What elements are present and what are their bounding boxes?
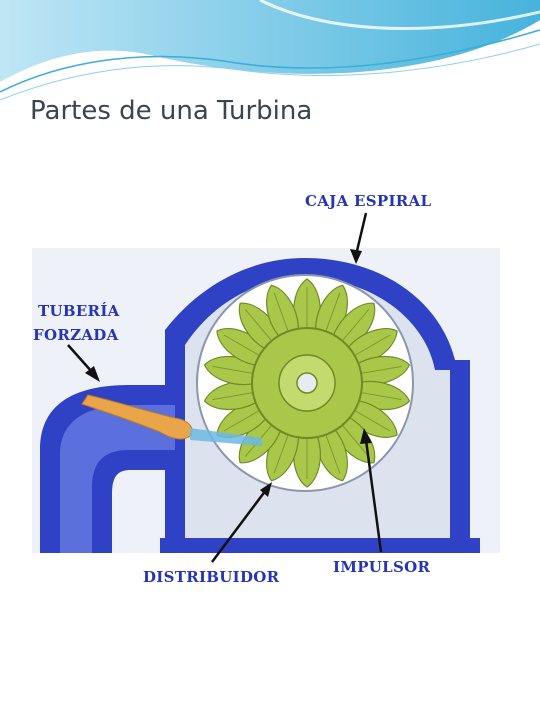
- runner-bucket-ridge: [362, 365, 402, 374]
- slide-title: Partes de una Turbina: [30, 96, 313, 126]
- header-swoosh-decoration: [0, 0, 540, 101]
- runner-bucket-ridge: [355, 334, 391, 356]
- caja-espiral-arrow: [354, 212, 368, 256]
- runner-shaft: [296, 372, 318, 394]
- distribuidor-arrowhead: [260, 482, 272, 497]
- runner-bucket: [266, 284, 299, 340]
- runner-bucket-ridge: [223, 410, 259, 432]
- label-caja-espiral: CAJA ESPIRAL: [305, 192, 431, 210]
- runner-bucket-ridge: [325, 292, 341, 331]
- runner-bucket-ridge: [273, 435, 289, 474]
- casing-base: [160, 538, 480, 553]
- runner-bucket-ridge: [342, 309, 370, 341]
- runner-bucket-ridge: [355, 410, 391, 432]
- impulsor-arrowhead: [360, 428, 372, 444]
- runner-bucket-ridge: [212, 392, 252, 401]
- runner-bucket-ridge: [223, 334, 259, 356]
- tuberia-arrow: [67, 344, 93, 373]
- runner-bucket-ridge: [325, 435, 341, 474]
- tuberia-arrowhead: [85, 366, 100, 382]
- runner-bucket-ridge: [342, 425, 370, 457]
- impulsor-arrow: [364, 439, 383, 553]
- runner-bucket-ridge: [244, 309, 272, 341]
- runner-bucket-ridge: [362, 392, 402, 401]
- label-impulsor: IMPULSOR: [333, 558, 431, 576]
- runner-bucket-ridge: [212, 365, 252, 374]
- water-jet: [190, 428, 262, 446]
- distribuidor-arrow: [211, 489, 267, 563]
- penstock-inner: [60, 405, 175, 553]
- caja-espiral-arrowhead: [350, 249, 362, 264]
- label-distribuidor: DISTRIBUIDOR: [143, 568, 280, 586]
- label-tuberia-line2: FORZADA: [33, 326, 119, 344]
- label-tuberia-line1: TUBERÍA: [38, 302, 120, 320]
- distributor-nozzle: [81, 394, 193, 440]
- runner-bucket-ridge: [273, 292, 289, 331]
